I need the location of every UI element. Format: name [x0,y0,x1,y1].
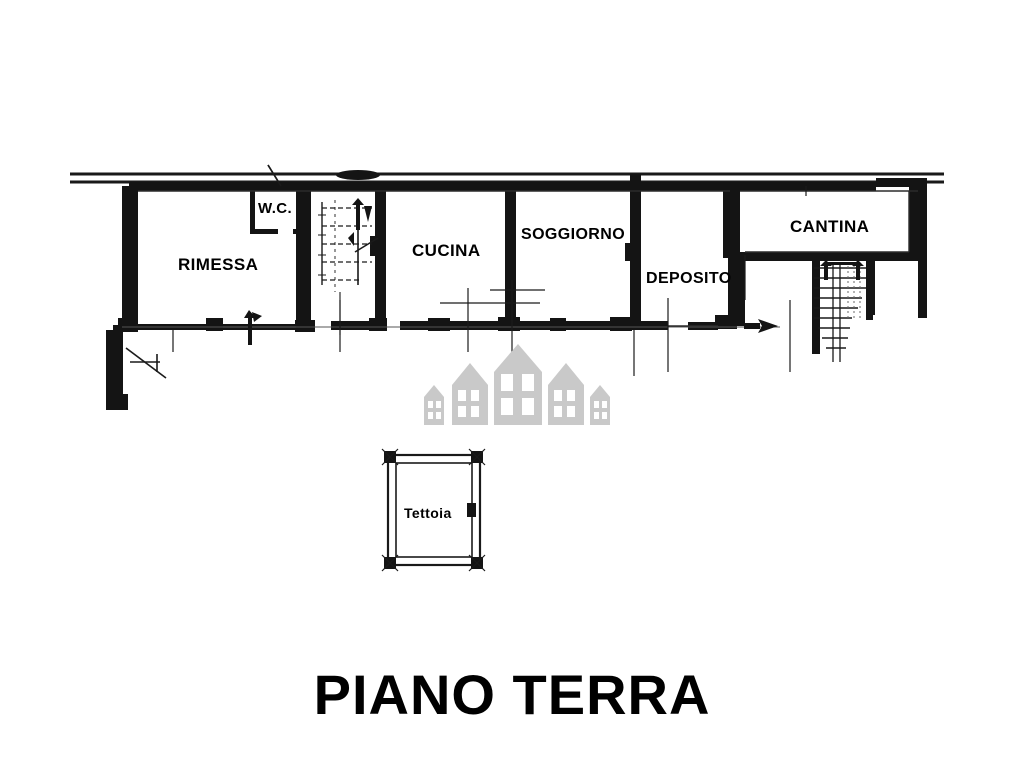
page-title: PIANO TERRA [313,663,711,726]
houses-cluster-watermark [424,344,610,425]
room-label-wc: W.C. [258,200,293,217]
room-label-tettoia: Tettoia [404,505,452,521]
room-label-cucina: CUCINA [412,241,481,260]
room-label-soggiorno: SOGGIORNO [521,226,626,243]
stair-direction-arrow-icon [348,198,372,246]
cantina-staircase [812,258,873,362]
room-label-rimessa: RIMESSA [178,255,259,274]
wall-outlines-thin [122,190,918,328]
exit-direction-arrow-icon [744,319,778,333]
top-wall-threshold-marker [336,170,380,180]
door-swing-lower-left-icon [125,347,167,379]
room-label-cantina: CANTINA [790,217,870,236]
building-walls [106,174,927,410]
room-label-deposito: DEPOSITO [646,270,732,287]
outer-boundary-lines [70,172,944,184]
dimension-marks [172,186,807,376]
tettoia-outbuilding [381,448,486,572]
interior-stair-corridor [318,200,379,335]
north-arrow-icon [244,310,262,345]
door-swing-arc-icon [267,164,282,187]
